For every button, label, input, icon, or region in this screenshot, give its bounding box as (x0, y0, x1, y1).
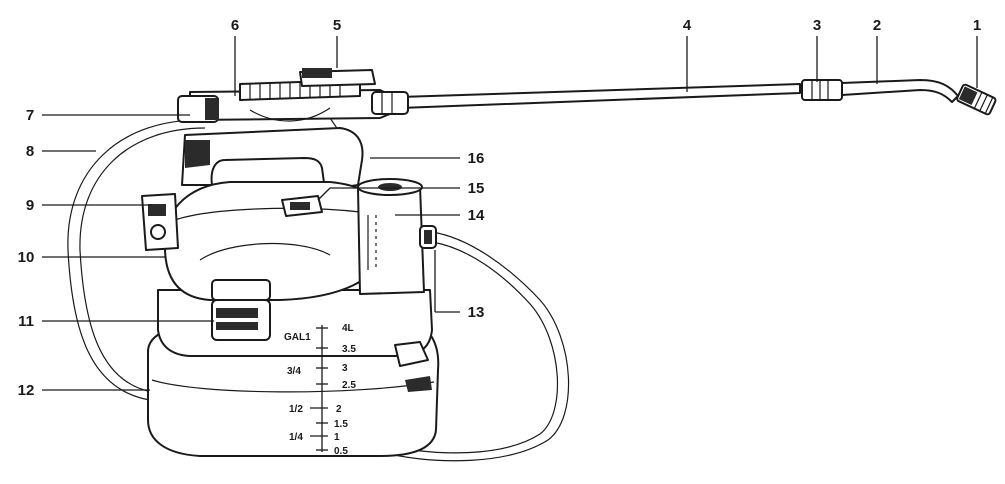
callout-7: 7 (26, 107, 34, 124)
gauge-mark-3.5: 3.5 (342, 344, 356, 355)
latch (211, 279, 271, 341)
wand (399, 79, 997, 116)
gauge-mark-gal1: GAL1 (284, 332, 311, 343)
callout-8: 8 (26, 143, 34, 160)
leader-lines (42, 36, 978, 391)
callout-12: 12 (18, 382, 35, 399)
battery-pack (141, 193, 179, 251)
fill-cap (357, 178, 425, 295)
callout-15: 15 (468, 180, 485, 197)
pressure-relief-valve (281, 195, 323, 217)
callout-5: 5 (333, 17, 341, 34)
fill-level-scale: 4L 3.5 3 2.5 2 1.5 1 0.5 GAL1 3/4 1/2 1/… (284, 323, 356, 457)
gauge-mark-2: 2 (336, 404, 342, 415)
callout-3: 3 (813, 17, 821, 34)
gauge-mark-gal1-2: 1/2 (289, 404, 303, 415)
callout-16: 16 (468, 150, 485, 167)
callout-6: 6 (231, 17, 239, 34)
hose-connector (419, 225, 437, 249)
tank: 4L 3.5 3 2.5 2 1.5 1 0.5 GAL1 3/4 1/2 1/… (141, 178, 440, 457)
callout-13: 13 (468, 304, 485, 321)
carry-handle (181, 127, 364, 191)
callout-11: 11 (18, 313, 34, 330)
callout-14: 14 (468, 207, 485, 224)
callout-10: 10 (18, 249, 35, 266)
callout-4: 4 (683, 17, 692, 34)
gauge-mark-gal1-4: 1/4 (289, 432, 303, 443)
trigger (299, 68, 376, 87)
callout-1: 1 (973, 17, 981, 34)
gauge-mark-1.5: 1.5 (334, 419, 348, 430)
gauge-mark-4L: 4L (342, 323, 354, 334)
gauge-mark-1: 1 (334, 432, 340, 443)
gauge-mark-gal3-4: 3/4 (287, 366, 301, 377)
gauge-mark-3: 3 (342, 363, 348, 374)
callout-9: 9 (26, 197, 34, 214)
gauge-mark-0.5: 0.5 (334, 446, 348, 457)
gauge-mark-2.5: 2.5 (342, 380, 356, 391)
spray-handle (177, 68, 409, 161)
callout-2: 2 (873, 17, 881, 34)
